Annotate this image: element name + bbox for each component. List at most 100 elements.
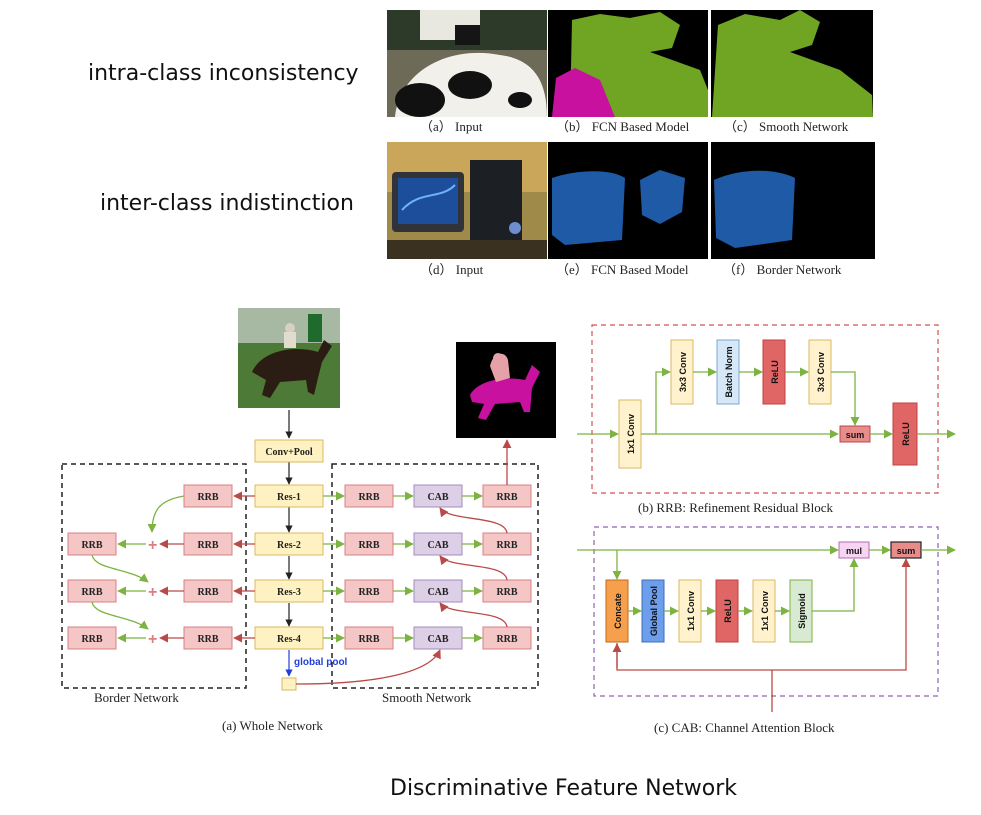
cab-sigmoid-label: Sigmoid xyxy=(797,593,807,629)
cab-concat: Concate xyxy=(605,579,629,643)
cow-input-photo xyxy=(387,10,547,117)
smooth-cow-segmentation xyxy=(711,10,873,117)
res-4-label: Res-4 xyxy=(277,634,301,645)
smooth-rrb-2: RRB xyxy=(344,532,394,556)
smooth-rrb-3: RRB xyxy=(344,579,394,603)
rrb-relu-out-label: ReLU xyxy=(901,422,911,446)
smooth-out-rrb-2-label: RRB xyxy=(496,540,517,551)
cab-sigmoid: Sigmoid xyxy=(789,579,813,643)
cab-frame xyxy=(593,526,939,697)
border-rrb-3-label: RRB xyxy=(197,587,218,598)
caption-a-input: （a） Input xyxy=(420,119,483,134)
fcn-computer-segmentation xyxy=(548,142,708,259)
caption-c-smooth: （c） Smooth Network xyxy=(724,119,849,134)
cab-2-label: CAB xyxy=(427,540,448,551)
rrb-conv3x3-a: 3x3 Conv xyxy=(670,339,694,405)
rrb-conv1x1-label: 1x1 Conv xyxy=(626,414,636,454)
rrb-sum: sum xyxy=(839,425,871,443)
plus-icon-2: + xyxy=(148,584,157,601)
border-left-rrb-1: RRB xyxy=(67,532,117,556)
horse-input-photo xyxy=(238,308,340,408)
border-rrb-2-label: RRB xyxy=(197,540,218,551)
rrb-relu: ReLU xyxy=(762,339,786,405)
smooth-out-rrb-3: RRB xyxy=(482,579,532,603)
conv-pool-block: Conv+Pool xyxy=(254,439,324,463)
cab-conv1x1-b: 1x1 Conv xyxy=(752,579,776,643)
rrb-relu-label: ReLU xyxy=(770,360,780,384)
rrb-arrow-conv-sum xyxy=(831,371,860,426)
res-3-block: Res-3 xyxy=(254,579,324,603)
res-2-block: Res-2 xyxy=(254,532,324,556)
rrb-batchnorm-label: Batch Norm xyxy=(724,346,734,397)
smooth-out-rrb-3-label: RRB xyxy=(496,587,517,598)
border-network-label: Border Network xyxy=(94,690,179,705)
cab-2: CAB xyxy=(413,532,463,556)
caption-cab: (c) CAB: Channel Attention Block xyxy=(654,720,835,735)
border-rrb-4-label: RRB xyxy=(197,634,218,645)
cab-4-label: CAB xyxy=(427,634,448,645)
res-2-label: Res-2 xyxy=(277,540,301,551)
row-label-inter: inter-class indistinction xyxy=(100,191,354,216)
border-rrb-1: RRB xyxy=(183,484,233,508)
plus-icon-3: + xyxy=(148,631,157,648)
border-left-rrb-1-label: RRB xyxy=(81,540,102,551)
caption-b-fcn: （b） FCN Based Model xyxy=(556,119,690,134)
cab-concat-label: Concate xyxy=(613,593,623,629)
figure-title: Discriminative Feature Network xyxy=(390,776,737,801)
smooth-out-rrb-1-label: RRB xyxy=(496,492,517,503)
cab-arrow-sig-mul xyxy=(812,558,859,612)
caption-rrb: (b) RRB: Refinement Residual Block xyxy=(638,500,833,515)
cab-mul: mul xyxy=(838,541,870,559)
smooth-rrb-2-label: RRB xyxy=(358,540,379,551)
border-rrb-1-label: RRB xyxy=(197,492,218,503)
arrow-gpool-cab4 xyxy=(295,649,441,685)
smooth-out-rrb-4: RRB xyxy=(482,626,532,650)
rrb-conv3x3-b-label: 3x3 Conv xyxy=(816,352,826,392)
rrb-frame xyxy=(591,324,939,494)
border-left-rrb-2-label: RRB xyxy=(81,587,102,598)
cab-sum: sum xyxy=(890,541,922,559)
conv-pool-label: Conv+Pool xyxy=(265,447,313,458)
border-computer-segmentation xyxy=(711,142,875,259)
horse-segmentation-output xyxy=(456,342,556,438)
border-left-rrb-3: RRB xyxy=(67,626,117,650)
rrb-conv3x3-a-label: 3x3 Conv xyxy=(678,352,688,392)
smooth-out-rrb-1: RRB xyxy=(482,484,532,508)
smooth-network-frame xyxy=(331,463,539,689)
rrb-batchnorm: Batch Norm xyxy=(716,339,740,405)
border-rrb-2: RRB xyxy=(183,532,233,556)
smooth-out-rrb-2: RRB xyxy=(482,532,532,556)
arrow-up-rrb2-cab1 xyxy=(439,507,508,534)
global-pool-label: global pool xyxy=(294,657,348,668)
rrb-relu-out: ReLU xyxy=(892,402,918,466)
cab-3-label: CAB xyxy=(427,587,448,598)
caption-d-input: （d） Input xyxy=(420,262,484,277)
smooth-network-label: Smooth Network xyxy=(382,690,472,705)
cab-conv1x1-a-label: 1x1 Conv xyxy=(686,591,696,631)
caption-whole-network: (a) Whole Network xyxy=(222,718,323,733)
cab-1: CAB xyxy=(413,484,463,508)
cab-1-label: CAB xyxy=(427,492,448,503)
cab-4: CAB xyxy=(413,626,463,650)
border-left-rrb-2: RRB xyxy=(67,579,117,603)
cab-3: CAB xyxy=(413,579,463,603)
rrb-sum-label: sum xyxy=(846,430,865,440)
cab-relu-label: ReLU xyxy=(723,599,733,623)
caption-e-fcn: （e） FCN Based Model xyxy=(556,262,689,277)
res-1-block: Res-1 xyxy=(254,484,324,508)
res-3-label: Res-3 xyxy=(277,587,301,598)
cab-global-pool-label: Global Pool xyxy=(649,586,659,636)
cab-mul-label: mul xyxy=(846,546,862,556)
computer-input-photo xyxy=(387,142,547,259)
smooth-rrb-3-label: RRB xyxy=(358,587,379,598)
cab-global-pool: Global Pool xyxy=(641,579,665,643)
res-1-label: Res-1 xyxy=(277,492,301,503)
rrb-conv1x1: 1x1 Conv xyxy=(618,399,642,469)
cab-conv1x1-b-label: 1x1 Conv xyxy=(760,591,770,631)
border-left-rrb-3-label: RRB xyxy=(81,634,102,645)
cab-relu: ReLU xyxy=(715,579,739,643)
global-pool-box xyxy=(281,677,297,691)
smooth-out-rrb-4-label: RRB xyxy=(496,634,517,645)
cab-conv1x1-a: 1x1 Conv xyxy=(678,579,702,643)
